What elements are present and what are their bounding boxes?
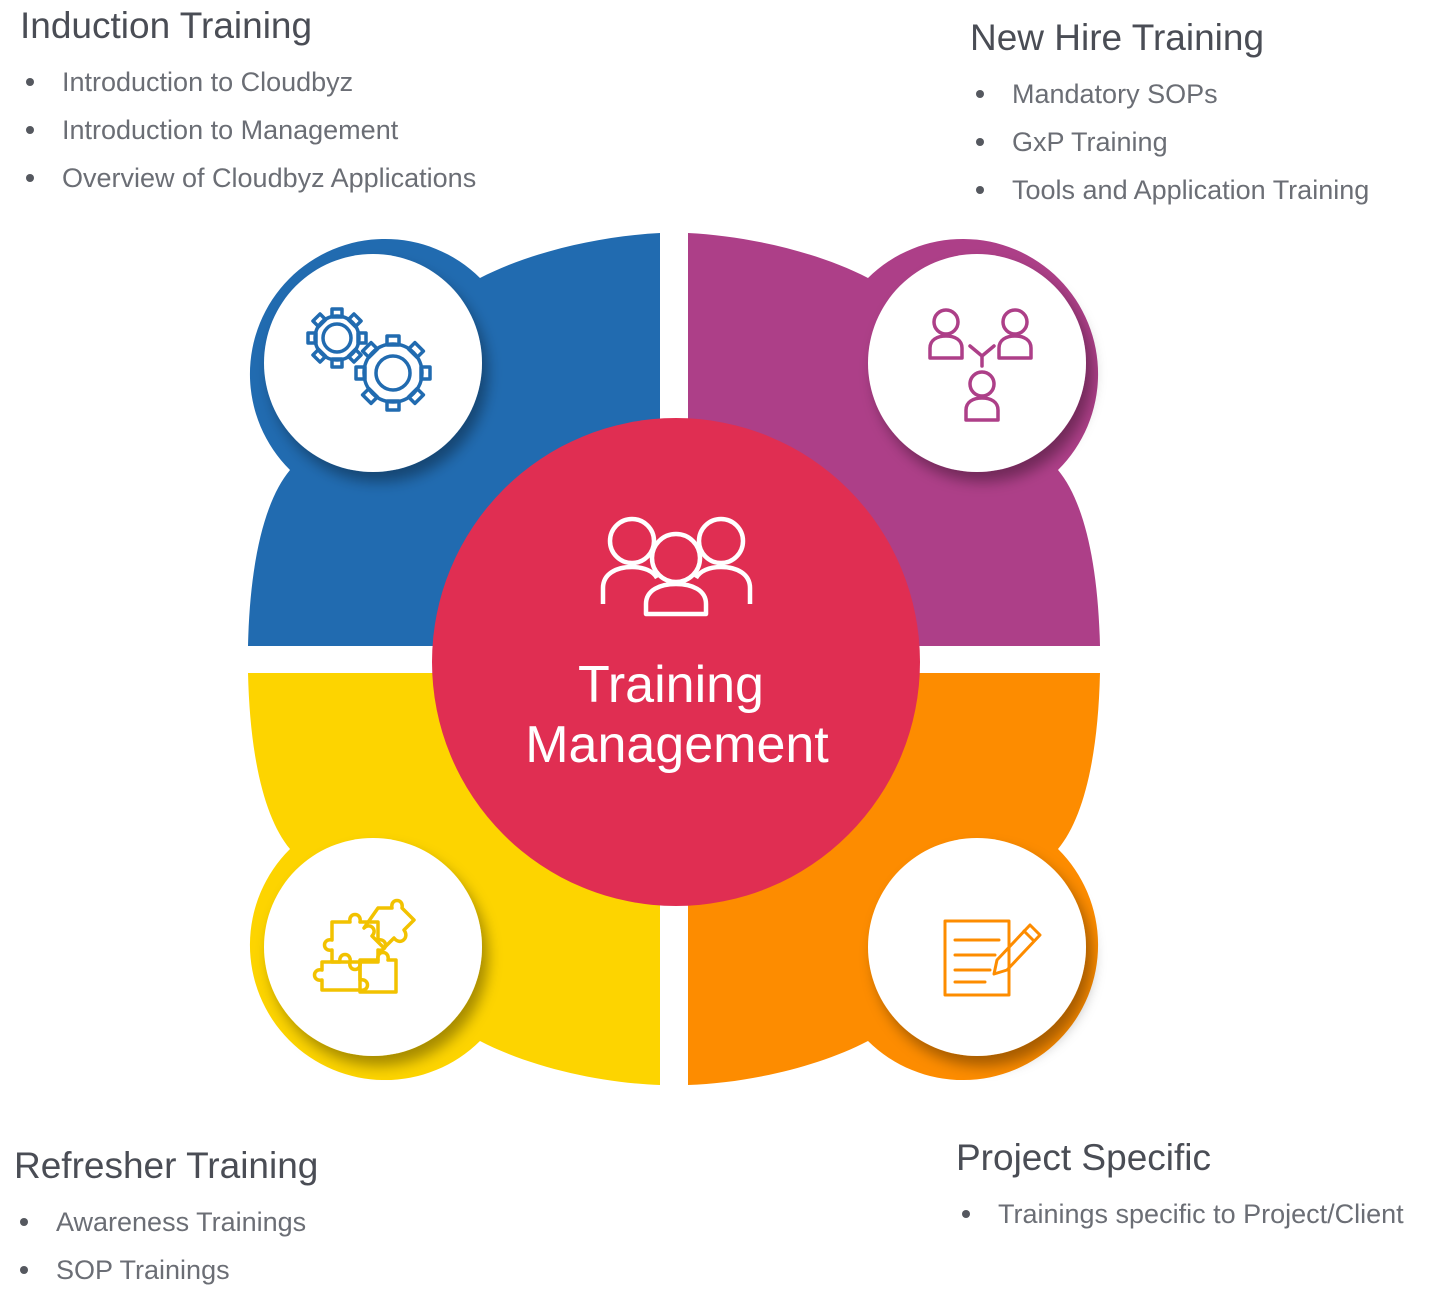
list-item: GxP Training [970, 118, 1369, 166]
project-icon-circle [868, 838, 1086, 1056]
center-circle [432, 418, 920, 906]
bullet-icon [962, 1210, 970, 1218]
list-item: Introduction to Management [20, 106, 476, 154]
list-item-text: SOP Trainings [56, 1255, 230, 1285]
section-induction: Induction Training Introduction to Cloud… [20, 4, 476, 202]
list-item-text: GxP Training [1012, 127, 1168, 157]
list-item-text: Trainings specific to Project/Client [998, 1199, 1404, 1229]
induction-icon-circle [264, 254, 482, 472]
bullet-icon [20, 1266, 28, 1274]
people-network-icon [928, 308, 1033, 422]
document-pen-icon [943, 919, 1042, 997]
list-item: Trainings specific to Project/Client [956, 1190, 1404, 1238]
list-item: Tools and Application Training [970, 166, 1369, 214]
list-item: Introduction to Cloudbyz [20, 58, 476, 106]
section-project: Project Specific Trainings specific to P… [956, 1136, 1404, 1238]
list-item: Awareness Trainings [14, 1198, 318, 1246]
list-item-text: Tools and Application Training [1012, 175, 1370, 205]
section-induction-title: Induction Training [20, 5, 313, 46]
list-item: SOP Trainings [14, 1246, 318, 1294]
list-item-text: Awareness Trainings [56, 1207, 307, 1237]
section-project-list: Trainings specific to Project/Client [956, 1190, 1404, 1238]
bullet-icon [26, 126, 34, 134]
section-refresher-list: Awareness Trainings SOP Trainings [14, 1198, 318, 1294]
bullet-icon [26, 174, 34, 182]
gears-icon [306, 307, 432, 412]
list-item: Overview of Cloudbyz Applications [20, 154, 476, 202]
center-title-line1: Training [578, 656, 764, 714]
section-new-hire: New Hire Training Mandatory SOPs GxP Tra… [970, 16, 1369, 214]
section-refresher-title: Refresher Training [14, 1145, 319, 1186]
section-refresher: Refresher Training Awareness Trainings S… [14, 1144, 318, 1294]
new-hire-icon-circle [868, 254, 1086, 472]
bullet-icon [976, 138, 984, 146]
list-item-text: Introduction to Cloudbyz [62, 67, 354, 97]
center-title-line2: Management [525, 716, 829, 774]
bullet-icon [26, 78, 34, 86]
refresher-icon-circle [264, 838, 482, 1056]
list-item-text: Introduction to Management [62, 115, 399, 145]
list-item-text: Overview of Cloudbyz Applications [62, 163, 477, 193]
list-item: Mandatory SOPs [970, 70, 1369, 118]
list-item-text: Mandatory SOPs [1012, 79, 1218, 109]
bullet-icon [20, 1218, 28, 1226]
section-induction-list: Introduction to Cloudbyz Introduction to… [20, 58, 476, 202]
bullet-icon [976, 186, 984, 194]
puzzle-icon [312, 898, 416, 994]
section-new-hire-title: New Hire Training [970, 17, 1265, 58]
team-icon [600, 516, 753, 617]
section-project-title: Project Specific [956, 1137, 1211, 1178]
section-new-hire-list: Mandatory SOPs GxP Training Tools and Ap… [970, 70, 1369, 214]
bullet-icon [976, 90, 984, 98]
